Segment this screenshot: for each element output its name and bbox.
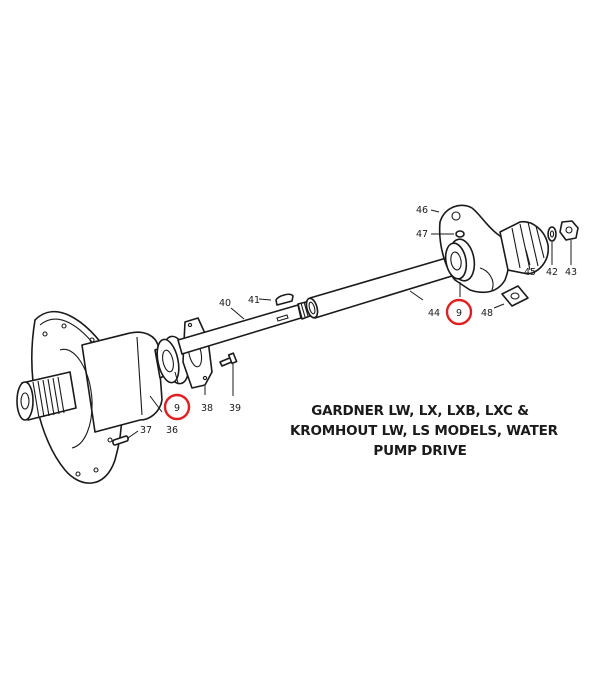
highlight-ring-9-left <box>163 393 191 421</box>
part-48-square-washer <box>501 285 529 307</box>
part-43-nut <box>559 220 579 241</box>
part-44-tube <box>305 253 466 319</box>
part-39-screw <box>219 352 238 367</box>
callout-38: 38 <box>201 403 213 414</box>
callout-46: 46 <box>416 205 428 216</box>
callout-36: 36 <box>166 425 178 436</box>
caption-line-1: GARDNER LW, LX, LXB, LXC & <box>311 403 529 419</box>
leader-lines <box>127 209 572 439</box>
part-40-shaft <box>177 301 311 355</box>
callout-37: 37 <box>140 425 152 436</box>
callout-47: 47 <box>416 229 428 240</box>
callout-labels: 9 9 36 37 38 39 40 41 42 43 44 45 46 47 … <box>140 205 577 436</box>
part-9-right-bearing <box>444 238 476 282</box>
caption-line-3: PUMP DRIVE <box>373 443 467 459</box>
callout-9-left: 9 <box>174 403 180 414</box>
part-36-housing <box>16 310 173 484</box>
callout-43: 43 <box>565 267 577 278</box>
callout-39: 39 <box>229 403 241 414</box>
callout-41: 41 <box>248 295 260 306</box>
callout-42: 42 <box>546 267 558 278</box>
callout-9-right: 9 <box>456 308 462 319</box>
part-45-gear <box>499 220 550 275</box>
part-37-pin <box>112 435 129 446</box>
diagram-caption: GARDNER LW, LX, LXB, LXC & KROMHOUT LW, … <box>290 401 558 461</box>
callout-40: 40 <box>219 298 231 309</box>
highlight-ring-9-right <box>445 298 473 326</box>
part-47-pin <box>455 230 465 238</box>
callout-45: 45 <box>524 267 536 278</box>
part-42-washer <box>547 226 557 242</box>
callout-48: 48 <box>481 308 493 319</box>
part-41-key <box>275 293 294 306</box>
caption-line-2: KROMHOUT LW, LS MODELS, WATER <box>290 423 558 439</box>
callout-44: 44 <box>428 308 440 319</box>
